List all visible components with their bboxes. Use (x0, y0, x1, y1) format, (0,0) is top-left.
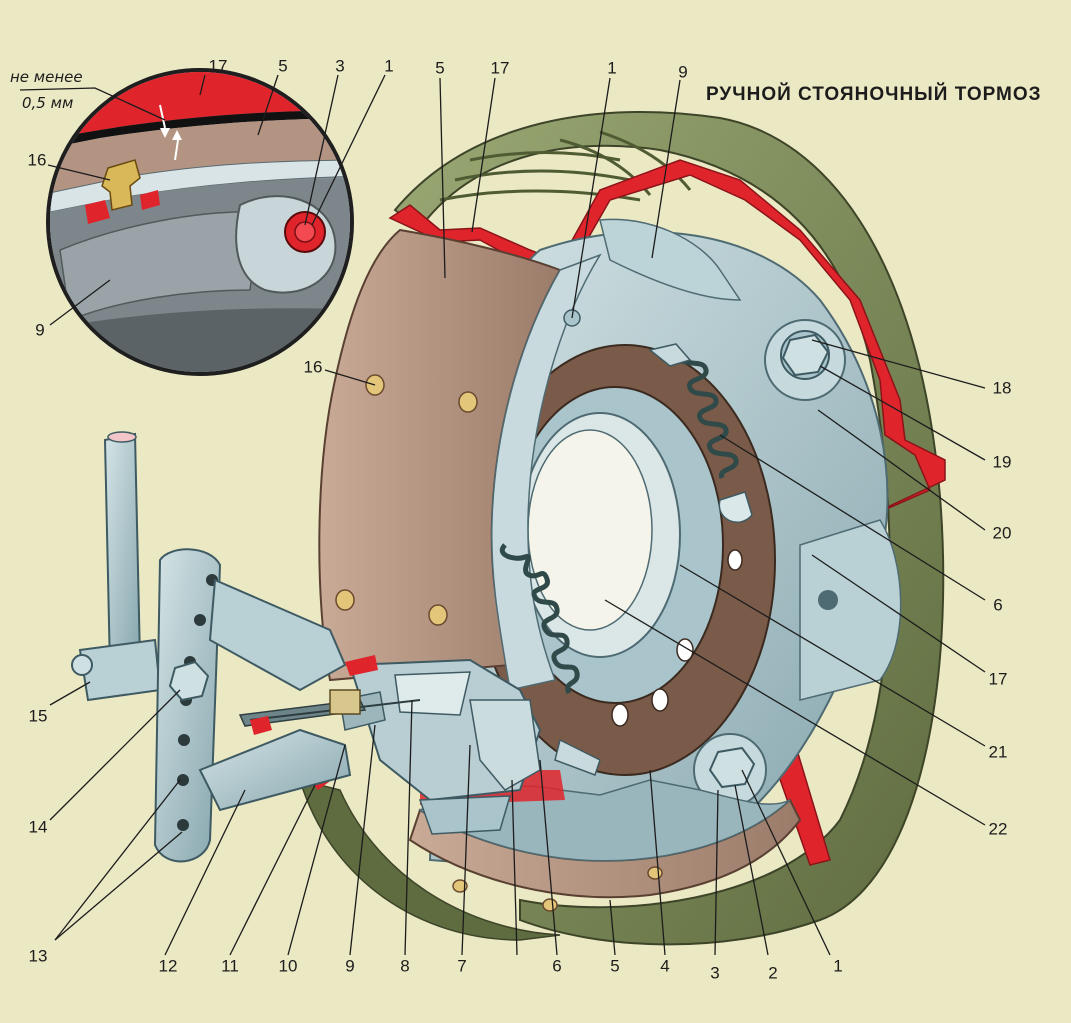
parking-brake-linkage (71, 431, 421, 863)
callout-7: 7 (457, 956, 467, 976)
return-springs (500, 357, 739, 695)
callout-4: 4 (660, 956, 670, 976)
shoe-rivets (335, 374, 478, 626)
callout-9-inset: 9 (35, 320, 45, 340)
callout-12: 12 (158, 956, 178, 976)
callout-6-right: 6 (993, 595, 1003, 615)
callout-9-top: 9 (678, 62, 688, 82)
callout-17-inset: 17 (208, 56, 228, 76)
inset-magnified-view (46, 68, 354, 376)
gap-arrows (159, 104, 179, 161)
tolerance-note-line1: не менее (10, 68, 83, 86)
callout-9-bottom: 9 (345, 956, 355, 976)
callout-22: 22 (988, 819, 1008, 839)
callout-1-inset: 1 (384, 56, 394, 76)
callout-16: 16 (303, 357, 323, 377)
tolerance-note-line2: 0,5 мм (22, 94, 74, 112)
callout-17-right: 17 (988, 669, 1008, 689)
callout-2: 2 (768, 963, 778, 983)
leader-lines (19, 74, 986, 956)
callout-1-bottom: 1 (833, 956, 843, 976)
callout-19: 19 (992, 452, 1012, 472)
callout-15: 15 (28, 706, 48, 726)
callout-11: 11 (221, 956, 239, 976)
callout-21: 21 (988, 742, 1008, 762)
callout-8: 8 (400, 956, 410, 976)
callout-5-bottom: 5 (610, 956, 620, 976)
callout-16-inset: 16 (27, 150, 47, 170)
callout-10: 10 (278, 956, 298, 976)
callout-6-bottom: 6 (552, 956, 562, 976)
callout-17-top: 17 (490, 58, 510, 78)
callout-14: 14 (28, 817, 48, 837)
upper-brake-shoe (318, 228, 602, 691)
callout-5-top: 5 (435, 58, 445, 78)
callout-1-top: 1 (607, 58, 617, 78)
callout-13: 13 (28, 946, 48, 966)
diagram-title: РУЧНОЙ СТОЯНОЧНЫЙ ТОРМОЗ (706, 84, 1042, 105)
callout-3-inset: 3 (335, 56, 345, 76)
callout-18: 18 (992, 378, 1012, 398)
callout-20: 20 (992, 523, 1012, 543)
callout-3-bottom: 3 (710, 963, 720, 983)
callout-5-inset: 5 (278, 56, 288, 76)
